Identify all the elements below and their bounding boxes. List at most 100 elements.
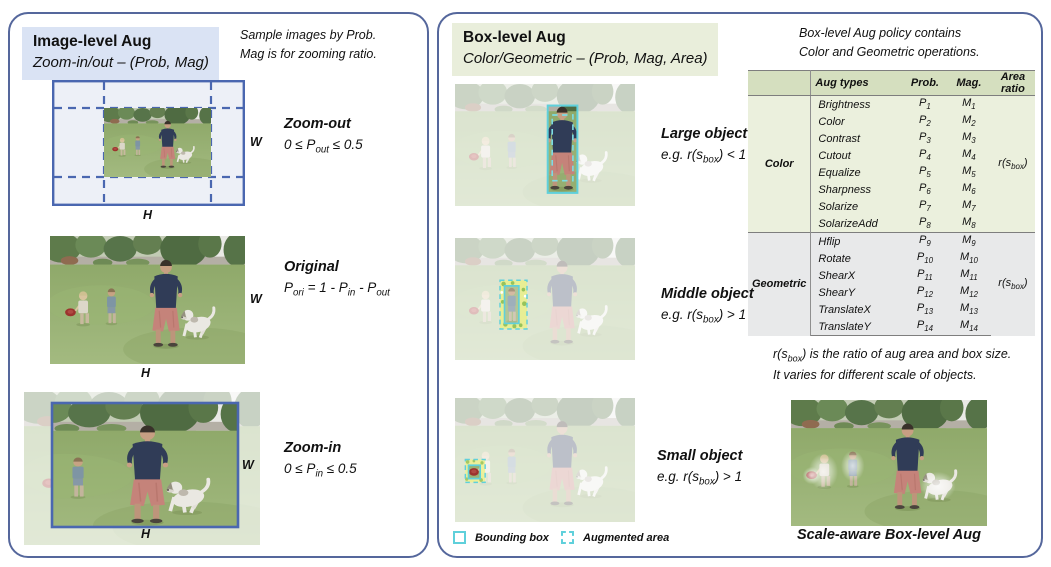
- cell-mag: M8: [946, 215, 991, 233]
- zoom-in-composite: [24, 392, 260, 545]
- cell-prob: P2: [902, 113, 947, 130]
- cell-prob: P3: [902, 130, 947, 147]
- cell-area-ratio: r(sbox): [990, 95, 1035, 233]
- cell-prob: P7: [902, 198, 947, 215]
- image-level-panel: Image-level Aug Zoom-in/out – (Prob, Mag…: [8, 12, 429, 558]
- cell-aug-type: ShearX: [810, 267, 903, 284]
- cell-mag: M9: [946, 232, 991, 250]
- cell-aug-type: Solarize: [810, 198, 903, 215]
- box-level-title: Box-level Aug: [463, 29, 566, 46]
- cell-mag: M2: [946, 113, 991, 130]
- box-level-note: Box-level Aug policy contains Color and …: [799, 26, 980, 59]
- middle-object-condition: e.g. r(sbox) > 1: [661, 307, 747, 327]
- header-prob: Prob.: [902, 70, 947, 96]
- cell-aug-type: TranslateY: [810, 318, 903, 336]
- park-photo-original: [50, 236, 245, 364]
- cell-aug-type: Brightness: [810, 95, 903, 113]
- cell-aug-type: ShearY: [810, 284, 903, 301]
- cell-mag: M13: [946, 301, 991, 318]
- cell-aug-type: Contrast: [810, 130, 903, 147]
- header-aug-types: Aug types: [810, 70, 903, 96]
- image-level-note: Sample images by Prob. Mag is for zoomin…: [240, 28, 377, 61]
- box-level-subtitle: Color/Geometric – (Prob, Mag, Area): [463, 49, 708, 67]
- width-label: W: [250, 135, 262, 149]
- cell-aug-type: SolarizeAdd: [810, 215, 903, 233]
- cell-prob: P6: [902, 181, 947, 198]
- scale-aware-caption: Scale-aware Box-level Aug: [796, 527, 981, 543]
- zoom-out-label-block: Zoom-out 0 ≤ Pout ≤ 0.5: [284, 116, 454, 156]
- small-object-condition: e.g. r(sbox) > 1: [657, 469, 743, 489]
- area-ratio-note: r(sbox) is the ratio of aug area and box…: [773, 347, 1012, 382]
- table-header-row: Aug types Prob. Mag. Area ratio: [748, 70, 1035, 96]
- header-mag: Mag.: [946, 70, 991, 96]
- cell-prob: P5: [902, 164, 947, 181]
- zoom-out-schematic: [52, 80, 245, 206]
- scale-aware-figure: [791, 400, 987, 526]
- original-formula: Pori = 1 - Pin - Pout: [284, 280, 390, 300]
- original-label: Original: [284, 259, 339, 275]
- zoom-in-formula: 0 ≤ Pin ≤ 0.5: [284, 461, 357, 481]
- zoom-in-label: Zoom-in: [284, 440, 342, 456]
- park-photo-middle-object: [455, 238, 635, 360]
- cell-mag: M4: [946, 147, 991, 164]
- zoom-out-figure: [52, 80, 245, 206]
- cell-prob: P10: [902, 250, 947, 267]
- cell-prob: P9: [902, 232, 947, 250]
- park-photo-zoomed: [52, 403, 238, 527]
- height-label: H: [143, 208, 153, 222]
- box-level-title-box: Box-level Aug Color/Geometric – (Prob, M…: [452, 23, 718, 77]
- park-photo-small-object: [455, 398, 635, 522]
- small-object-figure: [455, 398, 635, 522]
- height-label: H: [141, 366, 151, 380]
- box-level-panel: Box-level Aug Color/Geometric – (Prob, M…: [437, 12, 1043, 558]
- small-object-label-block: Small object e.g. r(sbox) > 1: [657, 448, 827, 488]
- cell-prob: P1: [902, 95, 947, 113]
- image-level-title: Image-level Aug: [33, 33, 152, 50]
- cell-aug-type: Cutout: [810, 147, 903, 164]
- cell-aug-type: Sharpness: [810, 181, 903, 198]
- width-label: W: [242, 458, 254, 472]
- cell-prob: P8: [902, 215, 947, 233]
- park-photo-small: [104, 108, 211, 177]
- width-label: W: [250, 292, 262, 306]
- cell-mag: M5: [946, 164, 991, 181]
- cell-prob: P12: [902, 284, 947, 301]
- category-geometric: Geometric: [748, 232, 812, 336]
- table-row: Geometric Hflip P9 M9 r(sbox): [748, 232, 1035, 336]
- cell-aug-type: Rotate: [810, 250, 903, 267]
- cell-mag: M7: [946, 198, 991, 215]
- image-level-title-box: Image-level Aug Zoom-in/out – (Prob, Mag…: [22, 27, 219, 81]
- park-photo-large-object: [455, 84, 635, 206]
- cell-aug-type: Color: [810, 113, 903, 130]
- small-object-label: Small object: [657, 448, 743, 464]
- category-color: Color: [748, 95, 812, 233]
- cell-aug-type: Hflip: [810, 232, 903, 250]
- cell-mag: M10: [946, 250, 991, 267]
- table-row: Color Brightness P1 M1 r(sbox): [748, 95, 1035, 233]
- augmented-area-swatch: [561, 531, 574, 544]
- middle-object-figure: [455, 238, 635, 360]
- cell-mag: M3: [946, 130, 991, 147]
- height-label: H: [141, 527, 151, 541]
- augmented-area-legend-label: Augmented area: [583, 532, 670, 544]
- header-area-ratio: Area ratio: [990, 70, 1035, 96]
- cell-mag: M14: [946, 318, 991, 336]
- cell-mag: M6: [946, 181, 991, 198]
- cell-mag: M12: [946, 284, 991, 301]
- cell-prob: P14: [902, 318, 947, 336]
- original-figure: [50, 236, 245, 364]
- aug-policy-table: Aug types Prob. Mag. Area ratio Color Br…: [748, 70, 1035, 336]
- middle-object-label: Middle object: [661, 286, 754, 302]
